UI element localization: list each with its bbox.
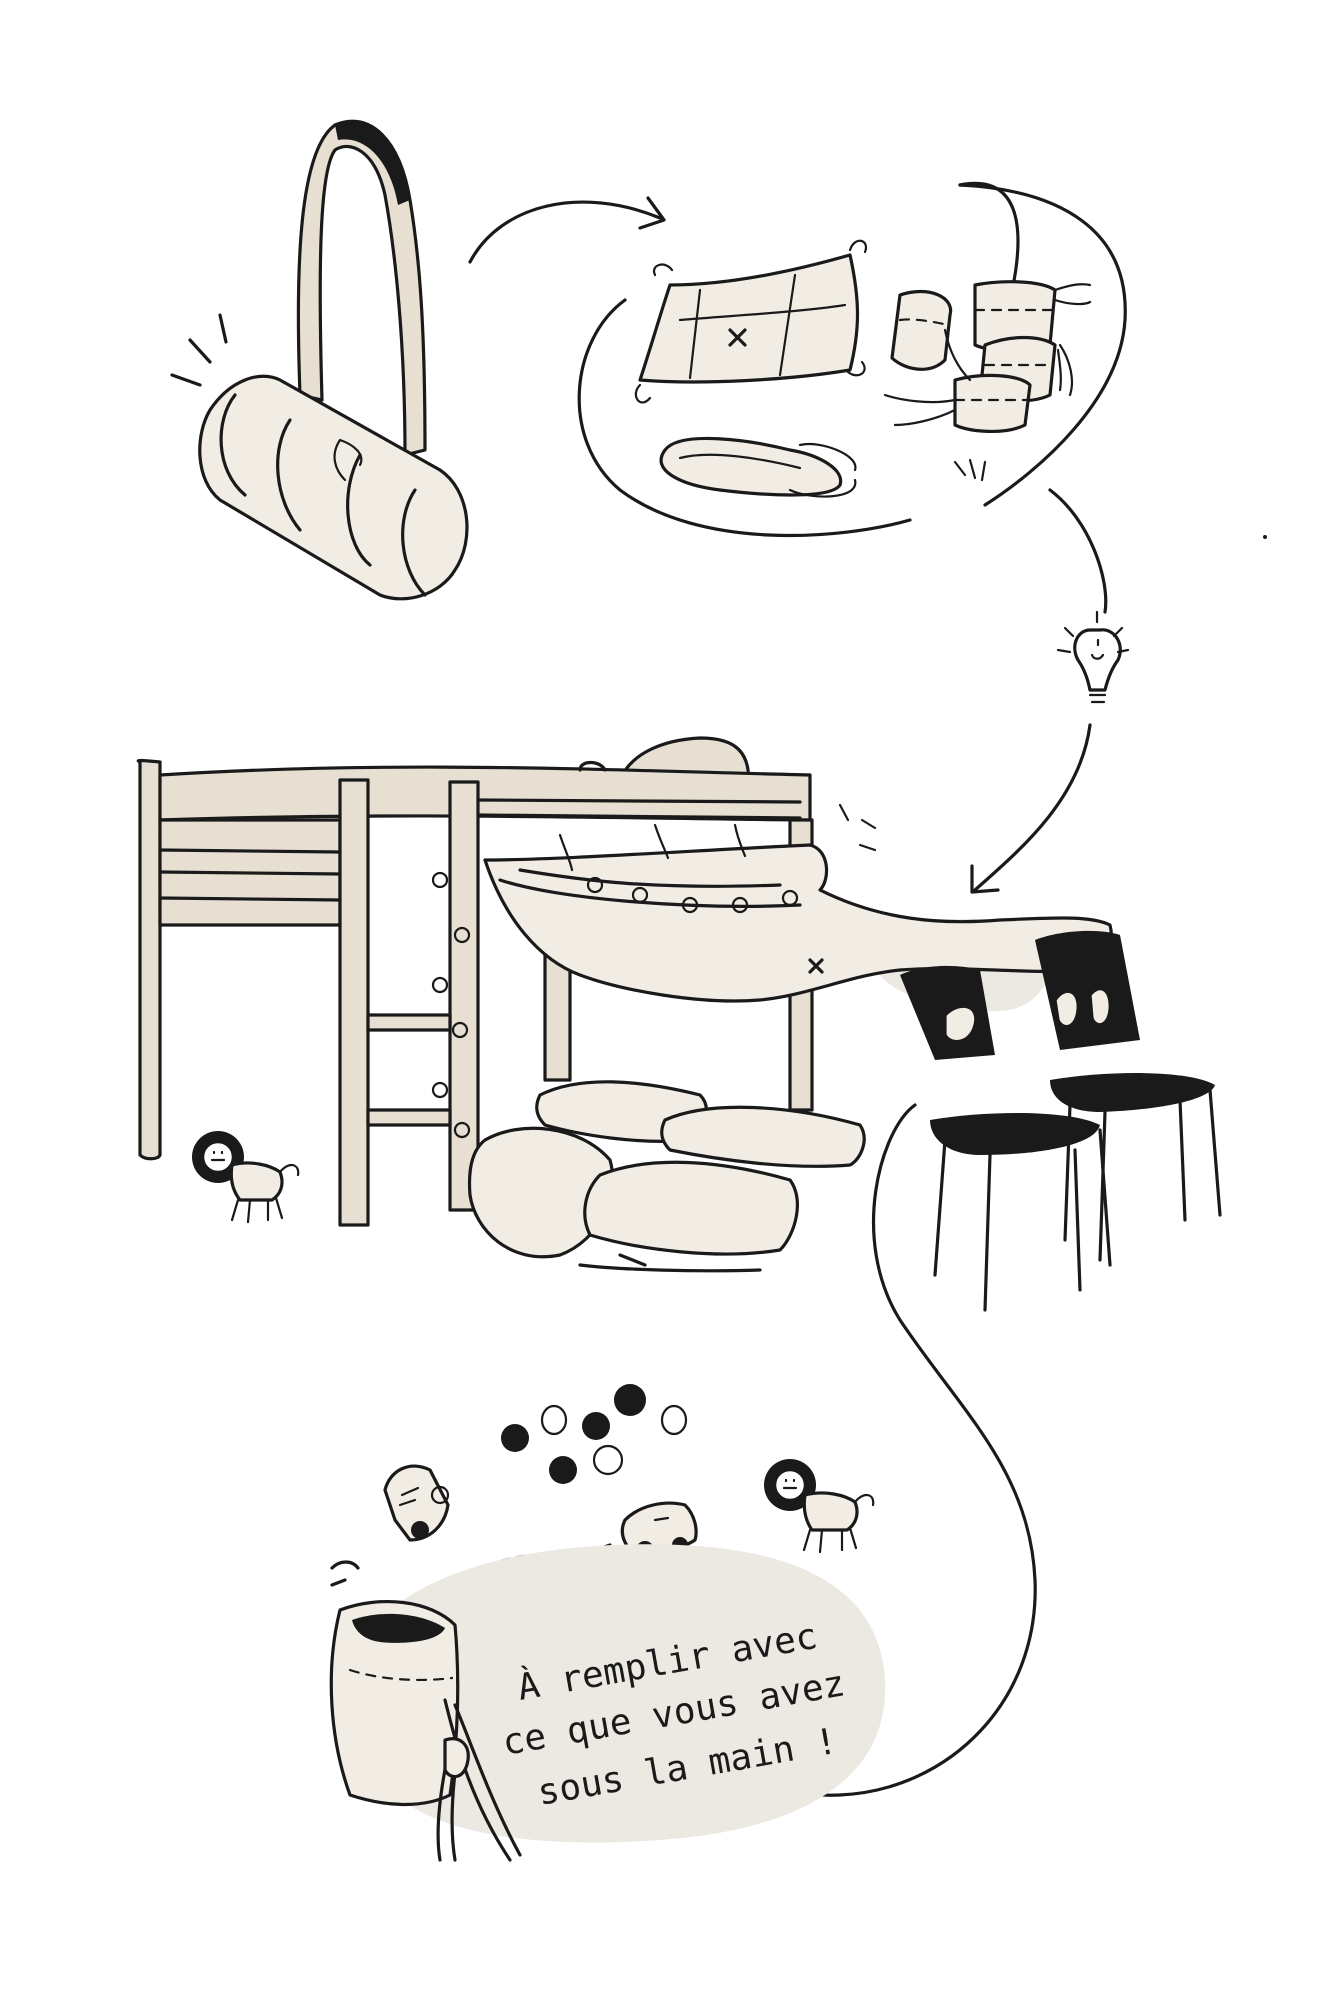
rolled-fabric-bag: [170, 119, 469, 601]
tote-bag: [329, 1560, 522, 1862]
arrow-chairs-to-toys: [747, 1103, 1037, 1797]
chairs: [900, 930, 1222, 1312]
lightbulb-icon: [1056, 610, 1130, 704]
arrow-bag-to-kit-head: [638, 196, 666, 230]
unrolled-kit: [577, 181, 1127, 538]
note-area: À remplir avec ce que vous avez sous la …: [329, 1544, 886, 1862]
arrow-bag-to-kit: [468, 200, 662, 264]
toys-cluster: [383, 1384, 875, 1559]
arrow-kit-to-fort-lower: [973, 723, 1092, 892]
fabric-sheet: [638, 253, 860, 384]
loft-bed-fort: [136, 736, 1113, 1273]
strap-loop: [659, 436, 843, 497]
toy-car-icon: [383, 1464, 450, 1542]
arrow-kit-to-fort-head: [970, 864, 1000, 894]
ink-dot: [1263, 535, 1267, 539]
arrow-kit-to-fort: [1048, 488, 1108, 614]
fabric-pouches: [883, 280, 1092, 482]
lion-toy-icon-2: [764, 1459, 875, 1554]
lion-toy-icon: [192, 1131, 300, 1224]
